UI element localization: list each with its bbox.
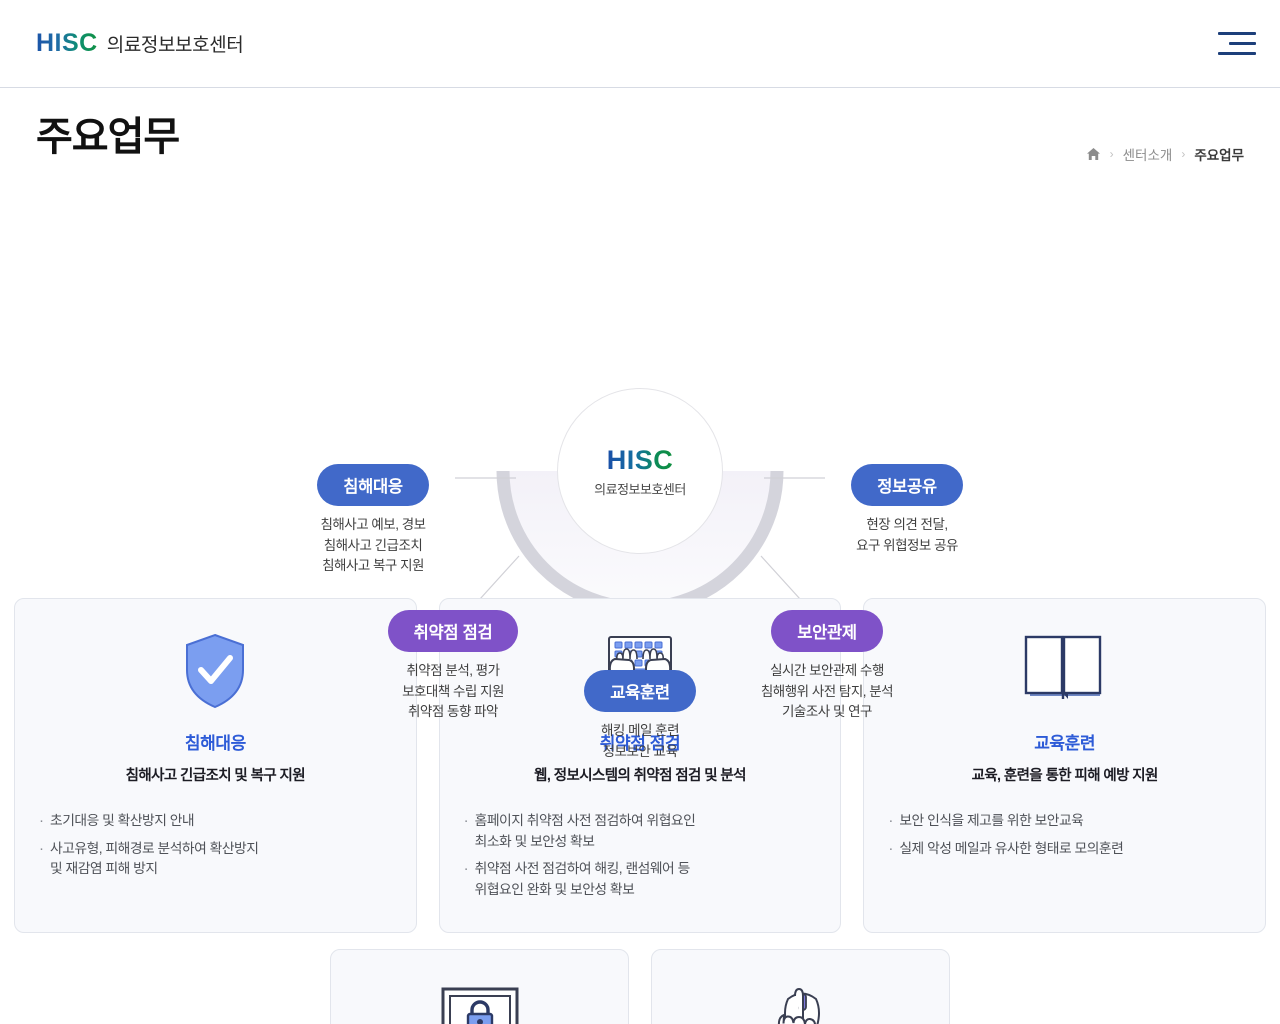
diagram-node-label-boan-gwanje[interactable]: 보안관제 <box>771 610 883 652</box>
logo-mark: HISC <box>36 29 98 57</box>
list-item: 홈페이지 취약점 사전 점검하여 위협요인 최소화 및 보안성 확보 <box>462 810 819 852</box>
diagram-node-desc-chwiyakjeom-jeomgeom: 취약점 분석, 평가 보호대책 수립 지원 취약점 동향 파악 <box>402 663 504 720</box>
service-card-boan-gwanje[interactable] <box>330 948 629 1024</box>
diagram-node-gyoyuk-hullyeon: 교육훈련 해킹 메일 훈련 정보보안 교육 <box>557 670 723 762</box>
shield-check-icon <box>37 625 394 717</box>
diagram-node-label-jeongbo-gongyu[interactable]: 정보공유 <box>851 464 963 506</box>
list-item: 초기대응 및 확산방지 안내 <box>37 810 394 832</box>
hub-logo-mark: HISC <box>606 444 674 475</box>
page-title-row: 주요업무 › 센터소개 › 주요업무 <box>0 88 1280 178</box>
diagram-node-chwiyakjeom-jeomgeom: 취약점 점검 취약점 분석, 평가 보호대책 수립 지원 취약점 동향 파악 <box>370 610 536 723</box>
service-card-title: 침해대응 <box>184 734 246 753</box>
breadcrumb-separator-2: › <box>1181 147 1186 161</box>
service-card-chwiyakjeom-jeomgeom[interactable]: 취약점 점검 웹, 정보시스템의 취약점 점검 및 분석 홈페이지 취약점 사전… <box>438 598 842 933</box>
service-card-bullets: 초기대응 및 확산방지 안내 사고유형, 피해경로 분석하여 확산방지 및 재감… <box>37 810 394 880</box>
diagram-node-label-chwiyakjeom-jeomgeom[interactable]: 취약점 점검 <box>387 610 519 652</box>
breadcrumb-item-0[interactable]: 센터소개 <box>1122 148 1173 163</box>
hamburger-menu-icon[interactable] <box>1210 27 1256 61</box>
service-cards-row: 침해대응 침해사고 긴급조치 및 복구 지원 초기대응 및 확산방지 안내 사고… <box>14 598 1267 933</box>
diagram-node-desc-boan-gwanje: 실시간 보안관제 수행 침해행위 사전 탐지, 분석 기술조사 및 연구 <box>760 663 894 720</box>
diagram-node-label-chimhae-daeung[interactable]: 침해대응 <box>317 464 429 506</box>
diagram-node-desc-chimhae-daeung: 침해사고 예보, 경보 침해사고 긴급조치 침해사고 복구 지원 <box>320 517 426 574</box>
monitor-lock-icon <box>353 976 606 1024</box>
service-card-extra[interactable] <box>651 948 950 1024</box>
service-card-bullets: 홈페이지 취약점 사전 점검하여 위협요인 최소화 및 보안성 확보 취약점 사… <box>462 810 819 901</box>
site-logo[interactable]: HISC 의료정보보호센터 <box>36 29 244 58</box>
service-card-title: 교육훈련 <box>1034 734 1096 753</box>
breadcrumb-separator-1: › <box>1109 147 1114 161</box>
hamburger-line-1 <box>1218 32 1256 35</box>
diagram-node-label-gyoyuk-hullyeon[interactable]: 교육훈련 <box>584 670 696 712</box>
list-item: 취약점 사전 점검하여 해킹, 랜섬웨어 등 위협요인 완화 및 보안성 확보 <box>462 858 819 900</box>
service-card-bullets: 보안 인식을 제고를 위한 보안교육 실제 악성 메일과 유사한 형태로 모의훈… <box>886 810 1243 860</box>
open-book-icon <box>886 625 1243 717</box>
page-title: 주요업무 <box>36 115 180 159</box>
diagram-hub: HISC 의료정보보호센터 <box>557 388 723 554</box>
diagram-node-boan-gwanje: 보안관제 실시간 보안관제 수행 침해행위 사전 탐지, 분석 기술조사 및 연… <box>744 610 910 723</box>
diagram-node-chimhae-daeung: 침해대응 침해사고 예보, 경보 침해사고 긴급조치 침해사고 복구 지원 <box>290 464 456 577</box>
hamburger-line-3 <box>1218 52 1256 55</box>
service-cards-section: 침해대응 침해사고 긴급조치 및 복구 지원 초기대응 및 확산방지 안내 사고… <box>0 598 1280 1024</box>
service-card-gyoyuk-hullyeon[interactable]: 교육훈련 교육, 훈련을 통한 피해 예방 지원 보안 인식을 제고를 위한 보… <box>863 598 1267 933</box>
service-card-subtitle: 웹, 정보시스템의 취약점 점검 및 분석 <box>534 768 746 784</box>
business-diagram: HISC 의료정보보호센터 침해대응 침해사고 예보, 경보 침해사고 긴급조치… <box>0 178 1280 759</box>
hub-logo-sub: 의료정보보호센터 <box>594 481 686 497</box>
site-header: HISC 의료정보보호센터 <box>0 0 1280 88</box>
breadcrumb-item-1: 주요업무 <box>1194 148 1244 163</box>
service-cards-row-secondary <box>14 948 1266 1024</box>
service-card-title: 취약점 점검 <box>599 734 681 753</box>
service-card-subtitle: 침해사고 긴급조치 및 복구 지원 <box>125 768 306 784</box>
diagram-node-desc-jeongbo-gongyu: 현장 의견 전달, 요구 위협정보 공유 <box>856 517 958 553</box>
home-icon[interactable] <box>1086 147 1101 161</box>
hand-mouse-icon <box>674 976 927 1024</box>
list-item: 보안 인식을 제고를 위한 보안교육 <box>886 810 1243 832</box>
service-card-subtitle: 교육, 훈련을 통한 피해 예방 지원 <box>971 768 1159 784</box>
diagram-node-jeongbo-gongyu: 정보공유 현장 의견 전달, 요구 위협정보 공유 <box>824 464 990 556</box>
service-card-chimhae-daeung[interactable]: 침해대응 침해사고 긴급조치 및 복구 지원 초기대응 및 확산방지 안내 사고… <box>14 598 417 933</box>
list-item: 실제 악성 메일과 유사한 형태로 모의훈련 <box>886 838 1243 860</box>
logo-text: 의료정보보호센터 <box>106 35 244 56</box>
list-item: 사고유형, 피해경로 분석하여 확산방지 및 재감염 피해 방지 <box>37 838 394 880</box>
hamburger-line-2 <box>1229 42 1256 45</box>
breadcrumb: › 센터소개 › 주요업무 <box>1086 144 1244 164</box>
diagram-node-desc-gyoyuk-hullyeon: 해킹 메일 훈련 정보보안 교육 <box>600 723 680 759</box>
